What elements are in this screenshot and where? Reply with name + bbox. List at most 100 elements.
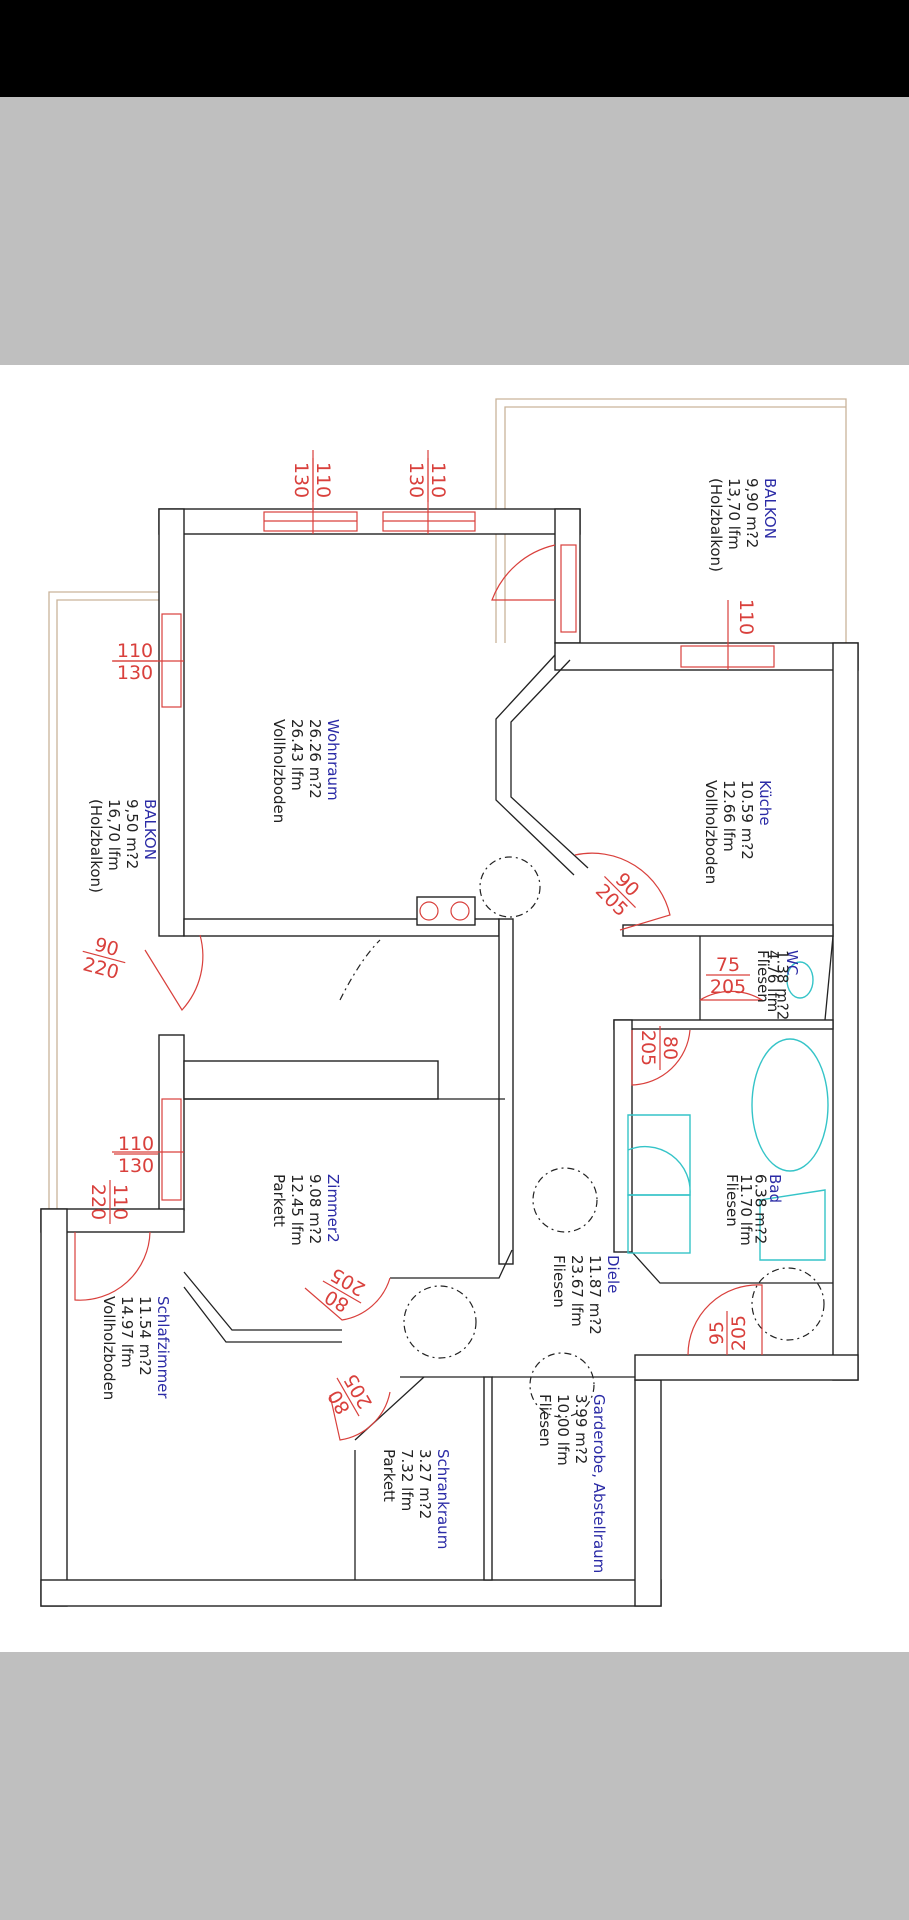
dimension-width: 95 [706,1321,728,1345]
bathtub-icon [751,1038,829,1172]
room-lfm: 16,70 lfm [105,799,123,871]
door-swings [74,544,765,1441]
room-lfm: 7.32 lfm [398,1449,416,1511]
chimney [419,901,470,921]
room-lfm: 10.00 lfm [554,1394,572,1466]
dimension-height: 205 [710,976,746,998]
room-lfm: 14.97 lfm [118,1296,136,1368]
room-name: Bad [766,1174,784,1203]
walls [40,508,859,1607]
room-area: 9,90 m?2 [743,478,761,548]
toilet-icon [786,961,814,999]
room-area: 3.99 m?2 [572,1394,590,1464]
room-lfm: 4.76 lfm [764,950,782,1012]
dimension-width: 110 [109,1184,131,1220]
room-name: BALKON [761,478,779,539]
room-floor: Fliesen [550,1255,568,1308]
status-bar [0,0,909,97]
room-floor: (Holzbalkon) [707,478,725,572]
room-floor: Parkett [380,1449,398,1502]
room-floor: Parkett [270,1174,288,1227]
room-area: 9,50 m?2 [123,799,141,869]
room-name: Küche [756,780,774,826]
bathroom-fixtures [627,961,829,1261]
room-name: Schrankraum [434,1449,452,1549]
room-area: 26.26 m?2 [306,719,324,799]
room-name: Zimmer2 [324,1174,342,1243]
room-name: Diele [604,1255,622,1293]
shower-icon [627,1114,691,1196]
room-floor: Vollholzboden [270,719,288,823]
room-floor: Vollholzboden [100,1296,118,1400]
room-name: Schlafzimmer [154,1296,172,1399]
dimension-height: 130 [405,462,427,498]
dimension-width: 80 [659,1036,681,1060]
room-area: 11.87 m?2 [586,1255,604,1335]
room-lfm: 11.70 lfm [737,1174,755,1246]
dimension-width: 110 [312,462,334,498]
dimension-width: 110 [735,599,757,635]
dimension-height: 130 [117,662,153,684]
dimension-height: 205 [728,1315,750,1351]
room-name: BALKON [141,799,159,860]
room-lfm: 26.43 lfm [288,719,306,791]
room-area: 11.54 m?2 [136,1296,154,1376]
dimension-height: 205 [637,1030,659,1066]
dimension-divider [604,876,636,908]
viewer-background-bottom [0,1652,909,1920]
room-floor: (Holzbalkon) [87,799,105,893]
room-name: Garderobe, Abstellraum [590,1394,608,1573]
dimension-width: 75 [716,954,740,976]
dimension-height: 130 [290,462,312,498]
room-area: 10.59 m?2 [738,780,756,860]
dimension-divider [322,1280,362,1304]
room-lfm: 13,70 lfm [725,478,743,550]
room-area: 3.27 m?2 [416,1449,434,1519]
dimension-height: 130 [118,1155,154,1177]
sink-icon [759,1189,826,1261]
dimension-divider [82,950,126,964]
room-area: 1.38 m?2 [773,950,791,1020]
room-floor: Fliesen [536,1394,554,1447]
dimension-width: 110 [118,1133,154,1155]
room-area: 6.38 m?2 [752,1174,770,1244]
dimension-divider [336,1377,360,1417]
dimension-width: 110 [117,640,153,662]
dimension-width: 110 [427,462,449,498]
room-lfm: 23.67 lfm [568,1255,586,1327]
dimension-height: 220 [87,1184,109,1220]
diele-lobes [339,856,825,1418]
room-lfm: 12.66 lfm [720,780,738,852]
room-lfm: 12.45 lfm [288,1174,306,1246]
room-name: Wohnraum [324,719,342,801]
room-floor: Vollholzboden [702,780,720,884]
room-name: WC [783,950,801,975]
room-floor: Fliesen [754,950,772,1003]
dimension-label: 110 [735,599,757,635]
viewer-background-top [0,97,909,365]
